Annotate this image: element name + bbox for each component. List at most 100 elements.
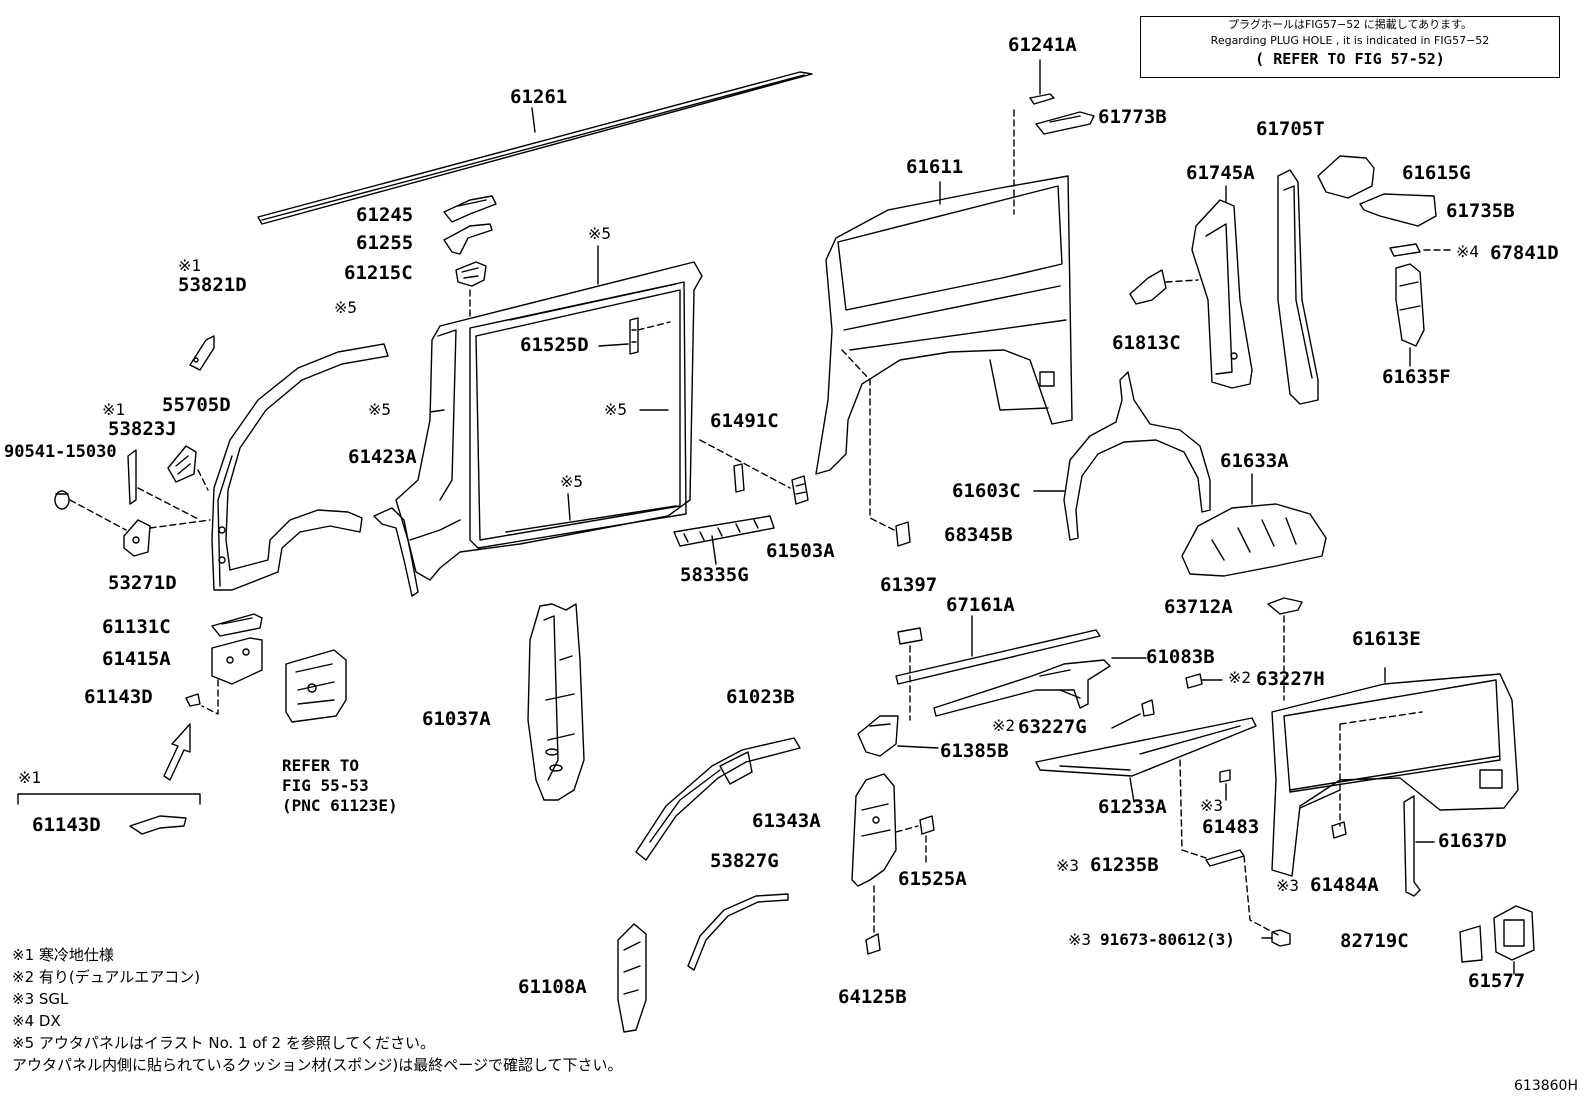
label-61745A[interactable]: 61745A <box>1186 162 1255 184</box>
label-61525A[interactable]: 61525A <box>898 868 967 890</box>
label-61633A[interactable]: 61633A <box>1220 450 1289 472</box>
label-63227H[interactable]: 63227H <box>1256 668 1325 690</box>
label-61735B[interactable]: 61735B <box>1446 200 1515 222</box>
label-53821D[interactable]: 53821D <box>178 274 247 296</box>
label-91673-80612[interactable]: 91673-80612(3) <box>1100 930 1235 949</box>
label-68345B[interactable]: 68345B <box>944 524 1013 546</box>
label-61577[interactable]: 61577 <box>1468 970 1526 992</box>
part-61415A <box>212 638 262 684</box>
label-67841D[interactable]: 67841D <box>1490 242 1559 264</box>
label-61385B[interactable]: 61385B <box>940 740 1009 762</box>
refer-line-3: (PNC 61123E) <box>282 796 398 815</box>
label-67161A[interactable]: 67161A <box>946 594 1015 616</box>
mark-67841D: ※4 <box>1456 242 1480 261</box>
label-61773B[interactable]: 61773B <box>1098 106 1167 128</box>
part-61611-quarter-panel <box>816 176 1072 474</box>
label-90541-15030[interactable]: 90541-15030 <box>4 442 117 462</box>
label-61503A[interactable]: 61503A <box>766 540 835 562</box>
mark-61483: ※3 <box>1200 796 1224 815</box>
direction-arrow <box>164 724 190 780</box>
part-82719C <box>1460 926 1482 962</box>
part-61143D <box>186 694 200 706</box>
label-61245[interactable]: 61245 <box>356 204 414 226</box>
label-61705T[interactable]: 61705T <box>1256 118 1325 140</box>
part-61241A <box>1030 60 1054 104</box>
part-53821D <box>190 336 214 370</box>
label-61613E[interactable]: 61613E <box>1352 628 1421 650</box>
mark-53823J: ※1 <box>102 400 126 419</box>
part-61525A <box>920 816 934 834</box>
mark-61484A: ※3 <box>1276 876 1300 895</box>
part-61705T <box>1278 170 1318 404</box>
label-61241A[interactable]: 61241A <box>1008 34 1077 56</box>
label-53271D[interactable]: 53271D <box>108 572 177 594</box>
part-63227G <box>1142 700 1154 716</box>
part-67841D <box>1390 244 1420 256</box>
part-63712A <box>1268 598 1302 614</box>
mark-5-e: ※5 <box>560 472 584 491</box>
part-61603C-wheel-housing <box>1064 372 1210 540</box>
part-61143D-alt <box>130 816 186 834</box>
label-61083B[interactable]: 61083B <box>1146 646 1215 668</box>
part-61235B <box>1206 850 1244 866</box>
label-53823J[interactable]: 53823J <box>108 418 177 440</box>
label-61611[interactable]: 61611 <box>906 156 964 178</box>
part-61083B <box>934 660 1110 716</box>
label-58335G[interactable]: 58335G <box>680 564 749 586</box>
part-61484A <box>1332 822 1346 838</box>
label-53827G[interactable]: 53827G <box>710 850 779 872</box>
label-61037A[interactable]: 61037A <box>422 708 491 730</box>
figure-id: 613860H <box>1514 1078 1578 1094</box>
label-82719C[interactable]: 82719C <box>1340 930 1409 952</box>
legend-note-2: ※2 有り(デュアルエアコン) <box>12 968 201 986</box>
part-55705D <box>168 446 196 482</box>
part-91673-bolt <box>1262 930 1290 946</box>
label-61261[interactable]: 61261 <box>510 86 568 108</box>
part-61108A <box>618 924 646 1032</box>
part-68345B <box>896 522 910 546</box>
plug-hole-notice: プラグホールはFIG57−52 に掲載してあります。 Regarding PLU… <box>1140 16 1560 78</box>
part-61633A <box>1182 504 1326 576</box>
part-64125B <box>866 934 880 954</box>
label-61637D[interactable]: 61637D <box>1438 830 1507 852</box>
mark-5-c: ※5 <box>368 400 392 419</box>
label-61143D-b[interactable]: 61143D <box>32 814 101 836</box>
label-61615G[interactable]: 61615G <box>1402 162 1471 184</box>
label-61235B[interactable]: 61235B <box>1090 854 1159 876</box>
part-61385B <box>858 716 898 756</box>
refer-line-2[interactable]: FIG 55-53 <box>282 776 369 795</box>
label-61483[interactable]: 61483 <box>1202 816 1260 838</box>
part-61261-roof-rail <box>258 72 812 224</box>
part-90541-bolt <box>55 491 69 509</box>
mark-5-a: ※5 <box>334 298 358 317</box>
label-61415A[interactable]: 61415A <box>102 648 171 670</box>
part-63227H <box>1186 674 1202 688</box>
label-61131C[interactable]: 61131C <box>102 616 171 638</box>
label-61023B[interactable]: 61023B <box>726 686 795 708</box>
part-61037A <box>528 604 584 800</box>
label-61143D[interactable]: 61143D <box>84 686 153 708</box>
label-61491C[interactable]: 61491C <box>710 410 779 432</box>
refer-line-1: REFER TO <box>282 756 360 775</box>
part-67161A <box>896 630 1100 684</box>
label-61397[interactable]: 61397 <box>880 574 938 596</box>
label-63227G[interactable]: 63227G <box>1018 716 1087 738</box>
label-61233A[interactable]: 61233A <box>1098 796 1167 818</box>
label-61215C[interactable]: 61215C <box>344 262 413 284</box>
label-63712A[interactable]: 63712A <box>1164 596 1233 618</box>
label-61484A[interactable]: 61484A <box>1310 874 1379 896</box>
notice-line-2: Regarding PLUG HOLE , it is indicated in… <box>1210 34 1490 47</box>
label-61343A[interactable]: 61343A <box>752 810 821 832</box>
label-61108A[interactable]: 61108A <box>518 976 587 998</box>
label-55705D[interactable]: 55705D <box>162 394 231 416</box>
part-61483 <box>1220 770 1230 782</box>
label-61603C[interactable]: 61603C <box>952 480 1021 502</box>
label-61525D[interactable]: 61525D <box>520 334 589 356</box>
label-61423A[interactable]: 61423A <box>348 446 417 468</box>
part-61255 <box>444 224 492 254</box>
label-61255[interactable]: 61255 <box>356 232 414 254</box>
label-61635F[interactable]: 61635F <box>1382 366 1451 388</box>
label-61813C[interactable]: 61813C <box>1112 332 1181 354</box>
label-64125B[interactable]: 64125B <box>838 986 907 1008</box>
